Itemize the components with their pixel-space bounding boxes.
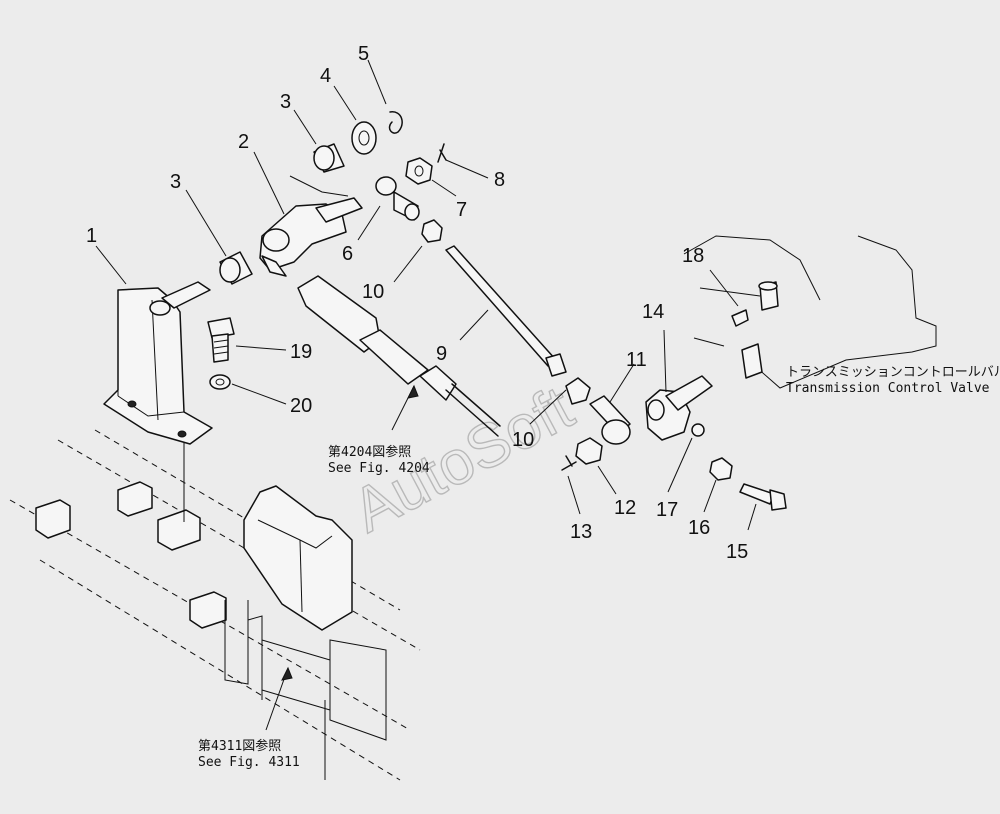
washer-part-20-hole	[215, 378, 225, 386]
transmission-block	[243, 485, 353, 631]
bolt-part-15	[739, 483, 787, 511]
callout-20: 20	[290, 395, 312, 417]
snap-ring-part-5	[388, 111, 403, 134]
callout-6: 6	[342, 243, 353, 265]
pin-part-8	[437, 143, 447, 163]
callout-8: 8	[494, 169, 505, 191]
callout-2: 2	[238, 131, 249, 153]
nut-part-16	[709, 457, 733, 481]
callout-3a: 3	[170, 171, 181, 193]
nut-part-10-upper	[421, 219, 443, 243]
lever-part-2	[259, 175, 363, 277]
callout-7: 7	[456, 199, 467, 221]
callout-9: 9	[436, 343, 447, 365]
callout-18: 18	[682, 245, 704, 267]
callout-11: 11	[626, 349, 647, 371]
callout-4: 4	[320, 65, 331, 87]
arrow-fig4311	[281, 666, 293, 681]
bush-part-3	[219, 143, 345, 285]
callout-15: 15	[726, 541, 748, 563]
callout-10b: 10	[512, 429, 534, 451]
arrow-fig4204	[407, 384, 419, 399]
chassis-frame	[9, 429, 421, 781]
note-fig4204-jp: 第4204図参照	[328, 444, 411, 460]
bolt-part-19	[207, 317, 235, 363]
pin-part-13	[561, 455, 577, 471]
rod-part-9	[445, 245, 631, 445]
callout-13: 13	[570, 521, 592, 543]
callout-3b: 3	[280, 91, 291, 113]
bracket-part-1	[103, 281, 213, 445]
key-part-18	[731, 309, 749, 327]
ball-joint-part-6	[375, 176, 420, 221]
callout-1: 1	[86, 225, 97, 247]
washer-part-4	[351, 121, 377, 155]
callout-10a: 10	[362, 281, 384, 303]
note-fig4311-en: See Fig. 4311	[198, 755, 300, 770]
callout-16: 16	[688, 517, 710, 539]
callout-14: 14	[642, 301, 664, 323]
note-valve-jp: トランスミッションコントロールバルブ	[786, 364, 1000, 380]
note-fig4311-jp: 第4311図参照	[198, 738, 281, 754]
washer-part-17	[691, 423, 705, 437]
yoke-part-14	[645, 375, 713, 441]
callout-5: 5	[358, 43, 369, 65]
nut-part-7	[405, 157, 433, 185]
washer-part-20	[209, 374, 231, 390]
note-fig4204-en: See Fig. 4204	[328, 461, 430, 476]
cable-assembly	[297, 275, 501, 437]
washer-part-4-hole	[358, 130, 370, 146]
callout-12: 12	[614, 497, 636, 519]
note-valve-en: Transmission Control Valve	[786, 381, 990, 396]
callout-17: 17	[656, 499, 678, 521]
callout-19: 19	[290, 341, 312, 363]
nut-part-12	[575, 437, 603, 465]
control-valve	[683, 235, 937, 389]
leader-lines	[95, 59, 757, 731]
